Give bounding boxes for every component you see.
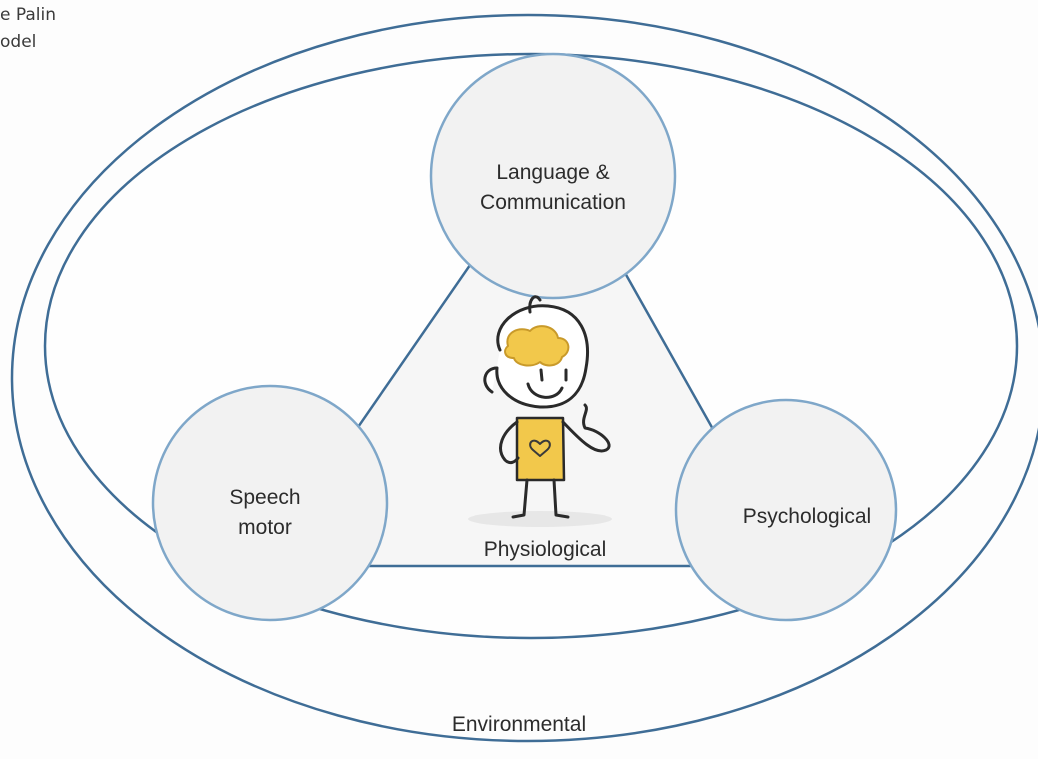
psychological-label-text: Psychological: [742, 505, 872, 528]
psychological-label: Psychological: [717, 502, 897, 532]
environmental-label: Environmental: [419, 710, 619, 740]
speech-label-line2: motor: [238, 516, 292, 539]
speech-motor-circle: [151, 384, 389, 622]
corner-caption-line2: odel: [0, 32, 37, 52]
speech-label-line1: Speech: [229, 486, 301, 509]
thinking-stick-figure-icon: [468, 295, 612, 527]
physiological-label-text: Physiological: [483, 538, 607, 561]
language-label-line1: Language &: [496, 161, 610, 184]
physiological-label: Physiological: [455, 535, 635, 565]
language-label-line2: Communication: [480, 191, 626, 214]
corner-caption-line1: e Palin: [0, 5, 56, 25]
environmental-outer-ellipse: [10, 13, 1038, 743]
language-communication-label: Language & Communication: [453, 158, 653, 218]
environmental-label-text: Environmental: [451, 713, 587, 736]
speech-motor-label: Speech motor: [195, 483, 335, 543]
language-communication-circle: [429, 52, 677, 300]
corner-caption: e Palin odel: [0, 2, 56, 56]
psychological-circle: [674, 398, 898, 622]
